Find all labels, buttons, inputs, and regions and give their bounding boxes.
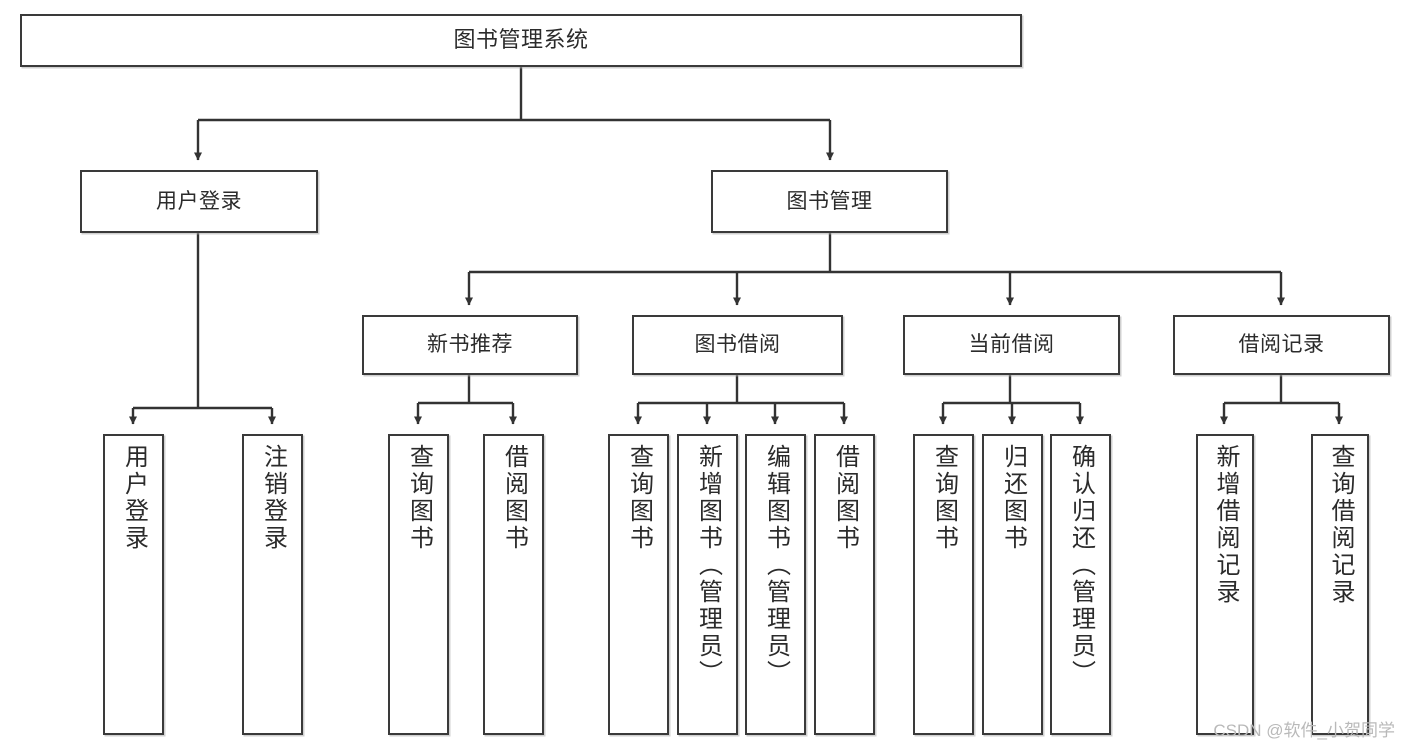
node-label: 新增借阅记录 <box>1212 444 1239 606</box>
leaf-borrow-borrow-book[interactable]: 借阅图书 <box>814 434 875 735</box>
node-label: 查询图书 <box>625 444 653 552</box>
node-label: 新增图书（管理员） <box>694 444 722 687</box>
leaf-borrow-edit-book-admin[interactable]: 编辑图书（管理员） <box>745 434 806 735</box>
leaf-current-return-book[interactable]: 归还图书 <box>982 434 1043 735</box>
node-current-borrow[interactable]: 当前借阅 <box>903 315 1120 375</box>
leaf-borrow-add-book-admin[interactable]: 新增图书（管理员） <box>677 434 738 735</box>
node-label: 用户登录 <box>120 444 148 552</box>
node-new-book-recommend[interactable]: 新书推荐 <box>362 315 578 375</box>
node-label: 注销登录 <box>259 444 287 552</box>
leaf-newbook-borrow-book[interactable]: 借阅图书 <box>483 434 544 735</box>
leaf-current-confirm-return-admin[interactable]: 确认归还（管理员） <box>1050 434 1111 735</box>
node-label: 查询图书 <box>405 444 433 552</box>
node-label: 新书推荐 <box>427 333 513 357</box>
leaf-newbook-query-book[interactable]: 查询图书 <box>388 434 449 735</box>
node-label: 图书借阅 <box>694 333 781 357</box>
node-label: 查询借阅记录 <box>1327 444 1354 606</box>
node-user-login[interactable]: 用户登录 <box>80 170 318 233</box>
leaf-current-query-book[interactable]: 查询图书 <box>913 434 974 735</box>
node-book-management[interactable]: 图书管理 <box>711 170 948 233</box>
node-label: 借阅记录 <box>1238 333 1325 357</box>
node-label: 当前借阅 <box>968 333 1055 357</box>
node-root-system[interactable]: 图书管理系统 <box>20 14 1022 67</box>
leaf-borrow-query-book[interactable]: 查询图书 <box>608 434 669 735</box>
node-label: 确认归还（管理员） <box>1067 444 1095 687</box>
node-label: 编辑图书（管理员） <box>762 444 790 687</box>
node-book-borrow[interactable]: 图书借阅 <box>632 315 843 375</box>
node-label: 借阅图书 <box>500 444 528 552</box>
node-label: 归还图书 <box>999 444 1027 552</box>
leaf-record-add-record[interactable]: 新增借阅记录 <box>1196 434 1254 735</box>
node-label: 图书管理系统 <box>453 27 589 53</box>
node-label: 图书管理 <box>786 189 873 213</box>
node-label: 查询图书 <box>930 444 958 552</box>
leaf-user-login-login[interactable]: 用户登录 <box>103 434 164 735</box>
node-borrow-record[interactable]: 借阅记录 <box>1173 315 1390 375</box>
node-label: 借阅图书 <box>831 444 859 552</box>
leaf-record-query-record[interactable]: 查询借阅记录 <box>1311 434 1369 735</box>
leaf-user-login-logout[interactable]: 注销登录 <box>242 434 303 735</box>
watermark-text: CSDN @软件_小贺同学 <box>1213 721 1395 740</box>
node-label: 用户登录 <box>156 189 242 213</box>
